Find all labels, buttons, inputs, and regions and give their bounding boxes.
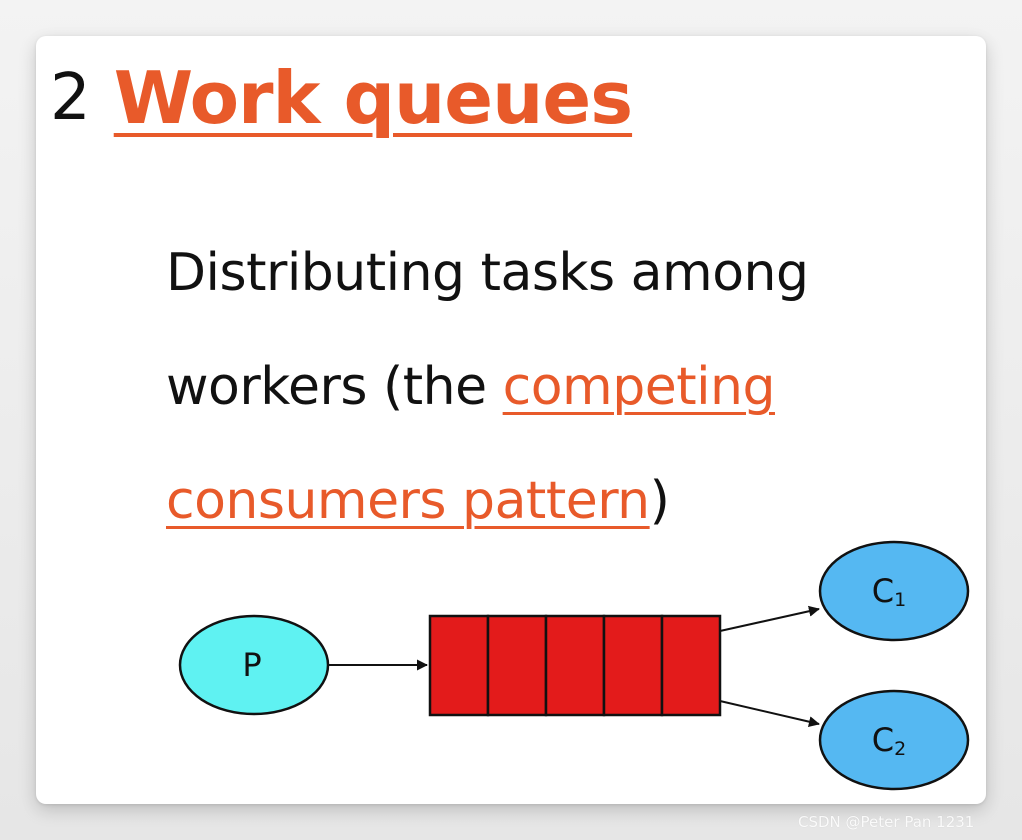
queue-cell <box>486 614 548 717</box>
queue-to-consumer1-arrow <box>719 605 820 632</box>
description-line-3: consumers pattern) <box>166 444 956 558</box>
description-line-2: workers (the competing <box>166 330 956 444</box>
slide-title: 2 Work queues <box>50 50 633 146</box>
title-number: 2 <box>50 61 92 135</box>
queue-to-consumer2-arrow <box>719 700 820 728</box>
description-line-1: Distributing tasks among <box>166 243 809 303</box>
slide-card: 2 Work queues Distributing tasks among w… <box>36 36 986 804</box>
consumer1-label-main: C <box>872 572 894 610</box>
consumer1-node <box>818 540 970 642</box>
queue-cell <box>428 614 490 717</box>
consumer1-label-sub: 1 <box>894 589 906 611</box>
queue-cell <box>602 614 664 717</box>
consumer2-node <box>818 689 970 791</box>
description-prefix: workers (the <box>166 357 503 417</box>
consumer2-label-main: C <box>872 721 894 759</box>
competing-link[interactable]: competing <box>502 357 776 417</box>
description: Distributing tasks among workers (the co… <box>166 216 956 558</box>
queue-cell <box>660 614 722 717</box>
queue <box>428 614 722 717</box>
description-suffix: ) <box>649 471 670 531</box>
consumer1-label: C1 <box>872 572 906 611</box>
consumer2-label-sub: 2 <box>894 738 906 760</box>
work-queue-diagram: P C1 C2 <box>178 540 970 791</box>
work-queues-link[interactable]: Work queues <box>113 56 633 140</box>
consumer2-label: C2 <box>872 721 906 760</box>
consumers-pattern-link[interactable]: consumers pattern <box>166 471 650 531</box>
queue-cell <box>544 614 606 717</box>
producer-label: P <box>242 646 261 684</box>
producer-node <box>178 614 330 716</box>
watermark: CSDN @Peter Pan 1231 <box>798 813 975 831</box>
